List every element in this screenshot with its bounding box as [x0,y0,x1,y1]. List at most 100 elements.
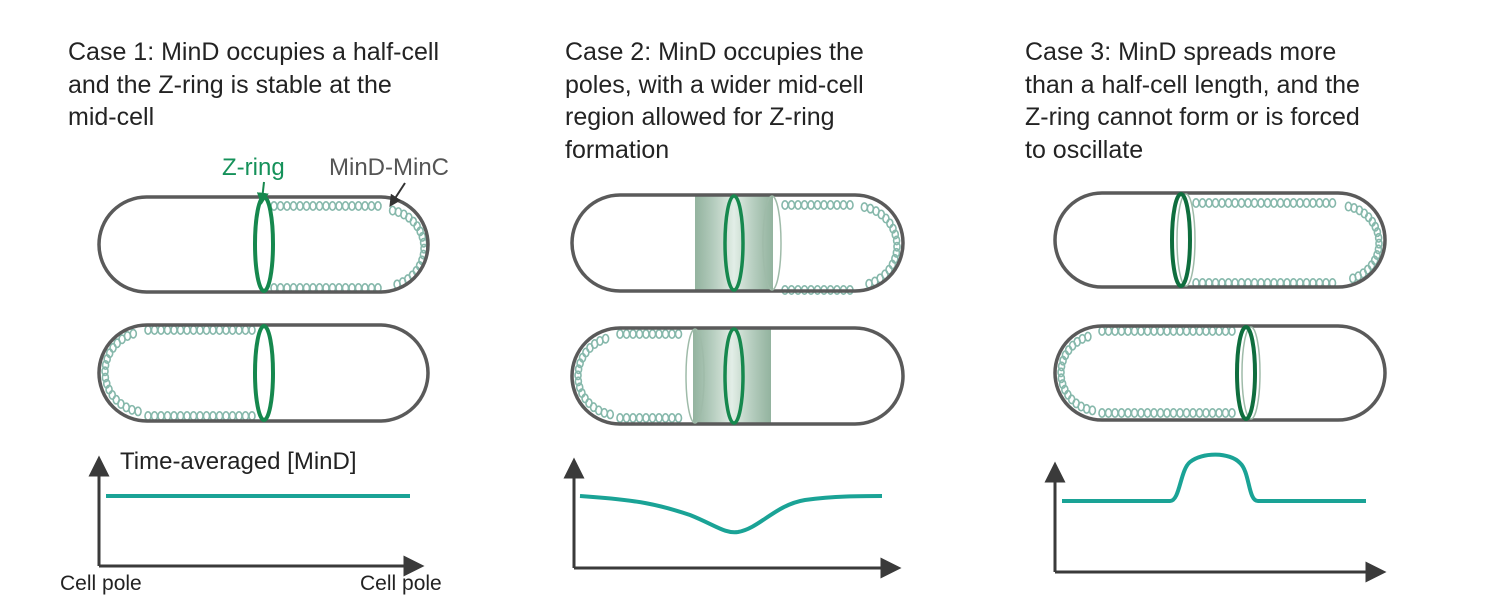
mind-profile-line [579,494,883,535]
mind-blob [150,410,159,421]
caption-line: Case 1: MinD occupies a half-cell [68,38,439,66]
mind-blob [189,324,198,335]
mind-blob [642,412,650,423]
zring-allowed-region [693,328,771,424]
zring [253,195,275,293]
mind-blob [1215,325,1223,336]
mind-blob [1182,325,1191,336]
caption-line: Case 2: MinD occupies the [565,38,864,66]
mind-blob [1117,325,1126,336]
mind-blob [1124,407,1132,418]
mind-blob [585,398,593,409]
mind-blob [248,410,256,421]
case-2-cell-top [570,193,905,295]
cell-outline [97,195,430,294]
cell-outline [570,193,905,293]
mind-blob [1349,273,1357,284]
mind-blob [1058,379,1067,390]
caption-line: mid-cell [68,103,155,131]
mind-blob [101,372,110,383]
mind-blob [800,200,809,211]
mind-blob [1057,373,1066,384]
mind-blob [1057,361,1066,372]
mind-blob [574,376,583,387]
mind-blob [648,328,657,339]
mind-pointer-arrow [389,182,406,208]
mind-blob [1221,407,1230,418]
caption-line: to oscillate [1025,135,1144,164]
mind-blob [1143,325,1152,336]
mind-blob [1176,407,1184,418]
mind-blob [1111,407,1119,418]
mind-blob [1302,198,1311,209]
mind-blob [341,201,350,212]
mind-blob [629,412,637,423]
zring [723,327,745,425]
mind-blob [189,410,198,421]
mind-blob [248,324,256,335]
case-1-plot [88,455,425,577]
zring [1235,325,1257,421]
mind-blob [668,328,676,339]
mind-blob [616,328,624,339]
mind-cluster [781,200,901,295]
mind-blob [176,410,185,421]
mind-blob [296,201,304,212]
caption-line: Case 3: MinD spreads more [1025,38,1337,66]
mind-blob [574,370,582,381]
mind-blob [215,324,224,335]
zring [1170,192,1192,288]
mind-blob [1215,407,1223,418]
mind-blob [388,205,397,216]
mind-blob [222,410,230,421]
mind-blob [1189,407,1197,418]
cell-outline [1053,324,1387,422]
caption-line: than a half-cell length, and the [1025,70,1360,99]
mind-blob [309,201,317,212]
mind-blob [781,200,789,211]
mind-blob [163,324,172,335]
mind-blob [315,201,324,212]
caption-line: and the Z-ring is stable at the [68,70,392,99]
mind-blob [1208,407,1217,418]
mind-cluster [1192,198,1383,288]
case-3-caption: Case 3: MinD spreads more than a half-ce… [1025,36,1360,166]
mind-blob [661,328,670,339]
mind-blob [134,406,142,417]
mind-blob [418,231,427,242]
mind-blob [674,328,683,339]
mind-blob [1150,325,1158,336]
mind-blob [289,201,298,212]
mind-blob [1067,394,1076,405]
mind-blob [1296,198,1304,209]
mind-blob [241,410,250,421]
mind-blob [1163,325,1171,336]
mind-blob [1276,198,1285,209]
mind-blob [157,410,165,421]
axis-left-label: Cell pole [60,572,142,595]
mind-minc-label: MinD-MinC [329,154,449,181]
mind-blob [1221,325,1230,336]
mind-blob [1228,325,1236,336]
zring [253,324,275,422]
caption-line: formation [565,135,670,164]
mind-blob [1373,227,1382,238]
mind-blob [1163,407,1171,418]
mind-blob [102,378,111,389]
mind-blob [1195,325,1204,336]
mind-blob [629,328,637,339]
zring-pointer-arrow [256,181,269,205]
zring-label: Z-ring [222,154,285,181]
mind-blob [1104,407,1113,418]
case-2-cell-bottom [570,326,905,426]
case-1-cell-bottom [97,323,430,423]
mind-blob [374,201,382,212]
case-3-cell-top [1053,191,1387,289]
mind-blob [635,328,644,339]
mind-blob [202,410,211,421]
mind-blob [668,412,676,423]
mind-blob [150,324,159,335]
mind-blob [1205,198,1213,209]
mind-blob [196,324,204,335]
